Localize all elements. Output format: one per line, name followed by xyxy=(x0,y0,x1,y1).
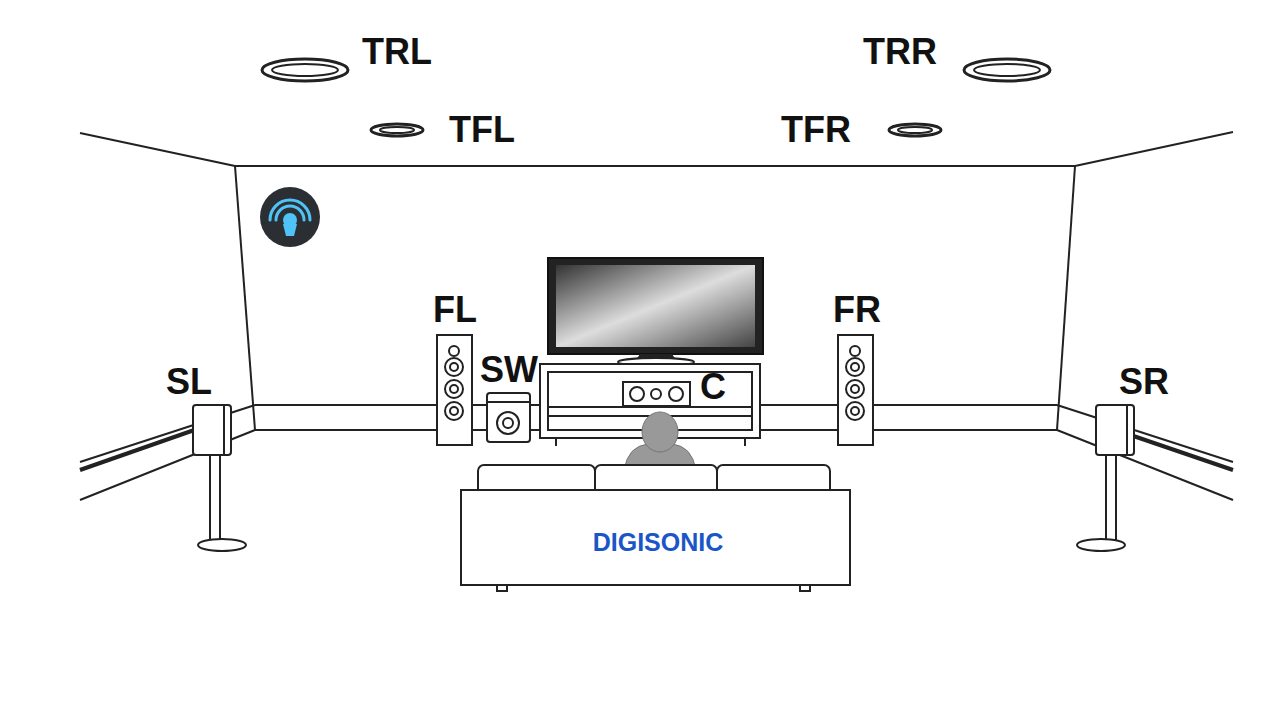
subwoofer xyxy=(487,393,530,442)
speaker-label: TRR xyxy=(863,34,937,70)
speaker-label: TRL xyxy=(362,34,432,70)
television xyxy=(548,258,763,366)
ceiling-speakers xyxy=(262,59,1050,136)
speaker-label: SW xyxy=(480,352,538,388)
speaker-label: TFR xyxy=(781,112,851,148)
speaker-label: SL xyxy=(166,364,212,400)
speaker-label: SR xyxy=(1119,364,1169,400)
center-speaker xyxy=(623,382,690,406)
speaker-label: FL xyxy=(433,292,477,328)
speaker-label: FR xyxy=(833,292,881,328)
speaker-label: C xyxy=(700,369,726,405)
wireless-icon xyxy=(260,187,320,247)
speaker-label: TFL xyxy=(449,112,515,148)
sofa xyxy=(461,465,850,591)
listener xyxy=(624,412,696,470)
watermark: DIGISONIC xyxy=(593,530,724,555)
